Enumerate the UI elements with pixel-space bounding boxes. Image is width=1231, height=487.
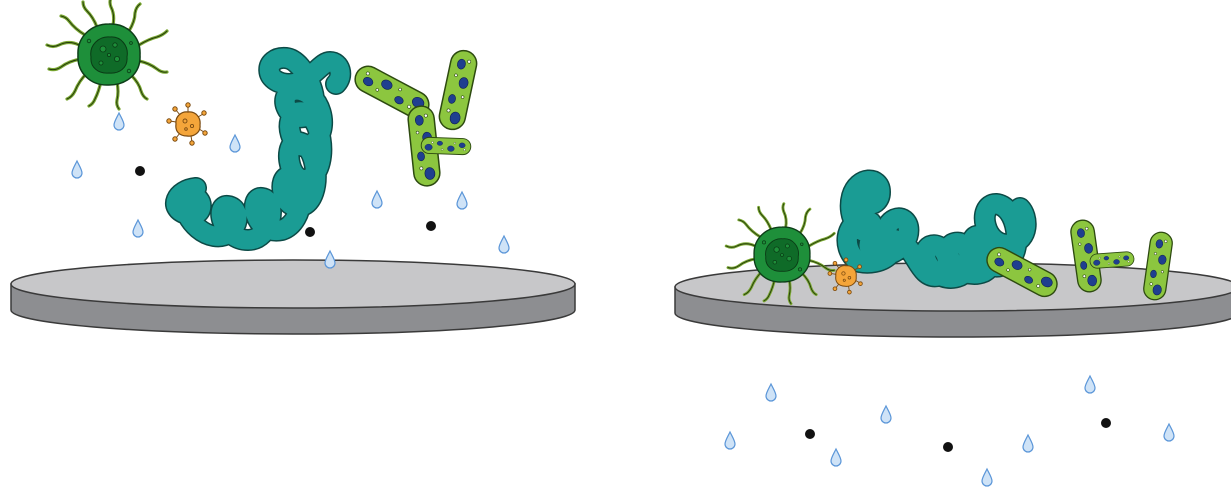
before-panel (11, 0, 575, 334)
rod-bacterium-icon (421, 137, 471, 155)
water-droplet-icon (325, 251, 335, 268)
water-droplet-icon (114, 113, 124, 130)
particle-dot-icon (426, 221, 436, 231)
water-droplet-icon (725, 432, 735, 449)
water-droplet-icon (133, 220, 143, 237)
macrophage-icon (47, 0, 167, 109)
rod-bacterium-icon (1090, 251, 1135, 268)
after-panel (675, 180, 1231, 486)
water-droplet-icon (831, 449, 841, 466)
virus-icon (167, 103, 207, 145)
water-droplet-icon (372, 191, 382, 208)
water-droplet-icon (766, 384, 776, 401)
water-droplet-icon (1164, 424, 1174, 441)
particle-dot-icon (305, 227, 315, 237)
water-droplet-icon (457, 192, 467, 209)
water-droplet-icon (72, 161, 82, 178)
water-droplet-icon (1023, 435, 1033, 452)
water-droplet-icon (881, 406, 891, 423)
water-droplet-icon (230, 135, 240, 152)
spiral-bacterium-icon (176, 58, 340, 240)
particle-dot-icon (805, 429, 815, 439)
water-droplet-icon (982, 469, 992, 486)
filter-disc-icon (11, 260, 575, 334)
particle-dot-icon (1101, 418, 1111, 428)
water-droplet-icon (1085, 376, 1095, 393)
particle-dot-icon (943, 442, 953, 452)
water-droplet-icon (499, 236, 509, 253)
particle-dot-icon (135, 166, 145, 176)
rod-bacterium-icon (437, 48, 479, 132)
